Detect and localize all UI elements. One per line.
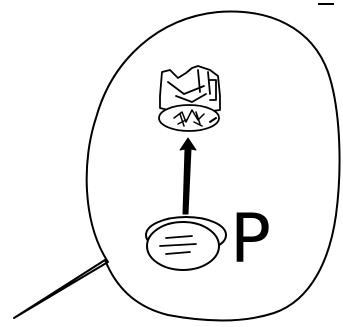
cam-face-detail: [173, 109, 205, 127]
cam-dash-mark: [209, 117, 217, 123]
cam-base-disc: [158, 104, 220, 132]
part-label: P: [230, 200, 271, 279]
cap-lines: [159, 235, 197, 255]
cap-front-face: [146, 221, 220, 271]
cam-lock-fitting: [158, 65, 221, 132]
cover-cap: [145, 216, 227, 271]
speech-bubble-callout: [13, 10, 341, 322]
cam-ridge: [167, 69, 211, 103]
cam-slot-right: [209, 79, 217, 101]
up-arrow: [179, 137, 197, 215]
